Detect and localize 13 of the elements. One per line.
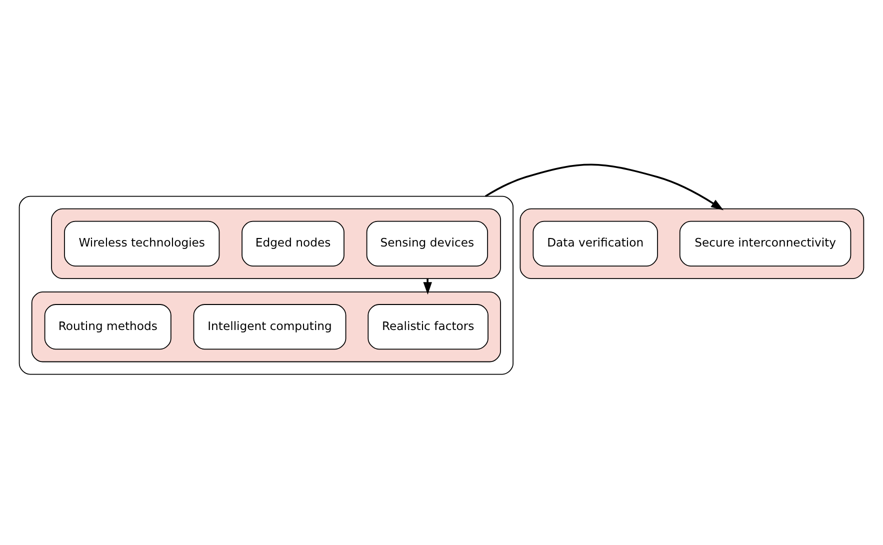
node-box: Data verification: [532, 220, 658, 266]
node-box: Routing methods: [44, 304, 172, 350]
node-box: Wireless technologies: [64, 220, 220, 266]
node-box: Realistic factors: [368, 304, 488, 350]
cluster: [31, 291, 501, 362]
node-box: Intelligent computing: [193, 304, 346, 350]
node-box: Sensing devices: [366, 220, 488, 266]
arrow: [485, 163, 724, 210]
cluster: [18, 195, 514, 374]
node-box: Secure interconnectivity: [679, 220, 852, 266]
cluster: [520, 208, 864, 278]
node-box: Edged nodes: [242, 220, 344, 266]
cluster: [51, 208, 501, 278]
